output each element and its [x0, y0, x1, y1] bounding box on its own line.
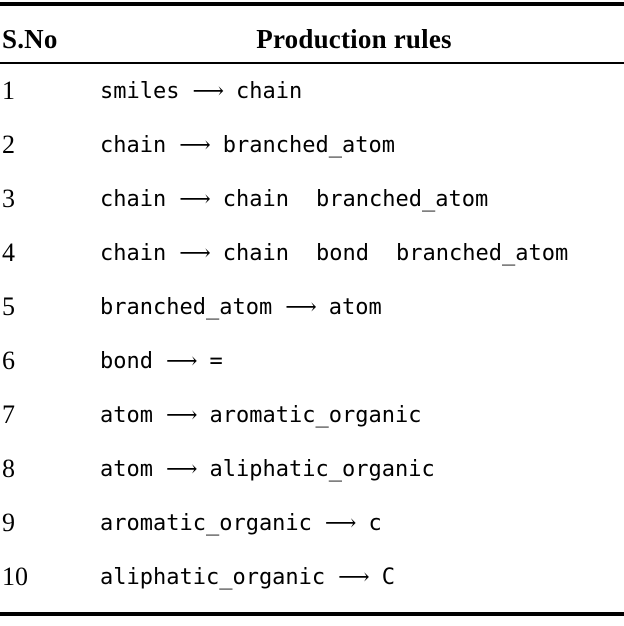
- rule-spacer: [212, 151, 223, 152]
- rule-rhs-symbol: C: [381, 565, 395, 590]
- production-rule-cell: branched_atom ⟶ atom: [100, 280, 382, 334]
- rule-spacer: [179, 97, 190, 98]
- table-row: 1 smiles ⟶ chain: [0, 64, 624, 118]
- table-header-rule: [0, 62, 624, 64]
- table-top-rule: [0, 2, 624, 6]
- row-number: 9: [2, 508, 15, 537]
- rule-rhs-symbol: chain: [222, 187, 290, 212]
- rule-spacer: [371, 583, 382, 584]
- production-rule-cell: bond ⟶ =: [100, 334, 223, 388]
- production-rule-cell: atom ⟶ aliphatic_organic: [100, 442, 435, 496]
- rule-spacer: [166, 151, 177, 152]
- rule-lhs-symbol: chain: [100, 187, 167, 212]
- rightwards-arrow-icon: ⟶: [165, 402, 198, 427]
- rightwards-arrow-icon: ⟶: [165, 348, 198, 373]
- rule-lhs-symbol: bond: [100, 349, 153, 374]
- rule-rhs-symbol: branched_atom: [222, 133, 395, 158]
- rule-rhs-symbol: atom: [328, 295, 382, 320]
- rule-rhs-symbol: aliphatic_organic: [209, 457, 435, 482]
- production-rule-cell: chain ⟶ chain branched_atom: [100, 172, 488, 226]
- table-body: 1 smiles ⟶ chain 2 chain ⟶ branched_atom 3 chain ⟶…: [0, 64, 624, 604]
- rule-lhs-symbol: chain: [100, 241, 167, 266]
- table-header-row: S.No Production rules: [0, 20, 624, 58]
- row-number: 5: [2, 292, 15, 321]
- table-row: 6 bond ⟶ =: [0, 334, 624, 388]
- row-number: 7: [2, 400, 15, 429]
- column-header-production-rules: Production rules: [256, 24, 452, 54]
- rule-rhs-symbol: chain: [222, 241, 290, 266]
- rule-spacer: [166, 205, 177, 206]
- rule-spacer: [212, 205, 223, 206]
- rightwards-arrow-icon: ⟶: [192, 78, 224, 103]
- rule-spacer: [357, 529, 368, 530]
- rule-rhs-symbol: =: [209, 349, 223, 374]
- rightwards-arrow-icon: ⟶: [179, 240, 211, 265]
- row-number: 6: [2, 346, 15, 375]
- rule-lhs-symbol: atom: [100, 457, 153, 482]
- rule-lhs-symbol: chain: [100, 133, 167, 158]
- rule-spacer: [153, 421, 164, 422]
- rule-rhs-symbol: bond: [316, 241, 369, 266]
- rule-spacer: [199, 475, 210, 476]
- rightwards-arrow-icon: ⟶: [324, 510, 357, 535]
- production-rule-cell: chain ⟶ branched_atom: [100, 118, 395, 172]
- rule-rhs-symbol: aromatic_organic: [209, 403, 422, 428]
- rule-spacer: [289, 259, 316, 260]
- table-bottom-rule: [0, 612, 624, 616]
- table-row: 8 atom ⟶ aliphatic_organic: [0, 442, 624, 496]
- table-row: 5 branched_atom ⟶ atom: [0, 280, 624, 334]
- row-number: 3: [2, 184, 15, 213]
- rightwards-arrow-icon: ⟶: [165, 456, 198, 481]
- table-row: 3 chain ⟶ chain branched_atom: [0, 172, 624, 226]
- column-header-sno: S.No: [2, 24, 58, 54]
- production-rule-cell: aromatic_organic ⟶ c: [100, 496, 382, 550]
- rightwards-arrow-icon: ⟶: [179, 132, 211, 157]
- rule-rhs-symbol: chain: [236, 79, 303, 104]
- row-number: 2: [2, 130, 15, 159]
- rule-spacer: [318, 313, 329, 314]
- rule-spacer: [199, 421, 210, 422]
- rightwards-arrow-icon: ⟶: [179, 186, 211, 211]
- table-row: 2 chain ⟶ branched_atom: [0, 118, 624, 172]
- rule-lhs-symbol: atom: [100, 403, 153, 428]
- rule-spacer: [212, 259, 223, 260]
- rule-lhs-symbol: smiles: [100, 79, 180, 104]
- rule-rhs-symbol: c: [368, 511, 382, 536]
- rule-spacer: [325, 583, 336, 584]
- rightwards-arrow-icon: ⟶: [285, 294, 317, 319]
- table-row: 4 chain ⟶ chain bond branched_atom: [0, 226, 624, 280]
- table-row: 10 aliphatic_organic ⟶ C: [0, 550, 624, 604]
- rule-spacer: [369, 259, 396, 260]
- production-rule-cell: chain ⟶ chain bond branched_atom: [100, 226, 568, 280]
- rule-lhs-symbol: aliphatic_organic: [100, 565, 326, 590]
- production-rule-cell: aliphatic_organic ⟶ C: [100, 550, 395, 604]
- row-number: 4: [2, 238, 15, 267]
- rule-spacer: [153, 475, 164, 476]
- rightwards-arrow-icon: ⟶: [338, 564, 370, 589]
- rule-spacer: [153, 367, 164, 368]
- rule-spacer: [312, 529, 323, 530]
- rule-rhs-symbol: branched_atom: [396, 241, 569, 266]
- table-row: 7 atom ⟶ aromatic_organic: [0, 388, 624, 442]
- rule-spacer: [166, 259, 177, 260]
- rule-lhs-symbol: branched_atom: [100, 295, 273, 320]
- rule-spacer: [199, 367, 210, 368]
- row-number: 10: [2, 562, 28, 591]
- production-rule-cell: atom ⟶ aromatic_organic: [100, 388, 421, 442]
- rule-spacer: [225, 97, 236, 98]
- rule-spacer: [272, 313, 283, 314]
- rule-lhs-symbol: aromatic_organic: [100, 511, 312, 536]
- rule-spacer: [289, 205, 316, 206]
- row-number: 8: [2, 454, 15, 483]
- row-number: 1: [2, 76, 15, 105]
- production-rule-cell: smiles ⟶ chain: [100, 64, 302, 118]
- rule-rhs-symbol: branched_atom: [316, 187, 489, 212]
- table-row: 9 aromatic_organic ⟶ c: [0, 496, 624, 550]
